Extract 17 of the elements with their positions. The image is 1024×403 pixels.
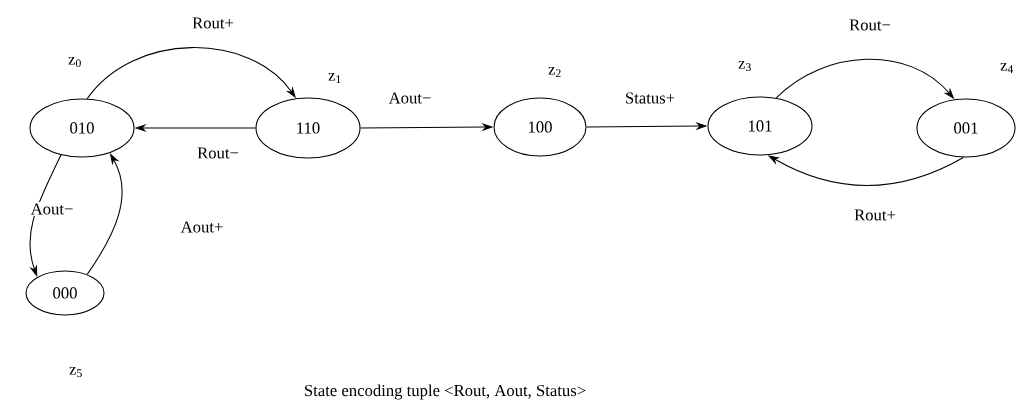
arrow xyxy=(86,153,123,275)
state-label: z$_{1}$ xyxy=(328,72,341,83)
state-label: z$_{5}$ xyxy=(69,366,82,378)
caption: State encoding tuple <Rout, Aout, Status> xyxy=(305,384,586,400)
edge-label: Rout− xyxy=(197,147,239,159)
state-label: z$_{3}$ xyxy=(738,60,751,72)
edge-label: Status+ xyxy=(626,92,675,104)
state-label: z$_{2}$ xyxy=(548,66,561,77)
edge-label: Rout− xyxy=(849,19,891,31)
arrow xyxy=(86,47,296,100)
edge-label: Aout+ xyxy=(180,221,223,233)
state-label: z$_{0}$ xyxy=(68,56,81,68)
state-label: z$_{4}$ xyxy=(1000,62,1014,73)
edge-label: Rout+ xyxy=(192,17,234,29)
edge-label: Rout+ xyxy=(854,209,896,221)
edge-label: Aout− xyxy=(388,92,431,104)
edge-label: Aout− xyxy=(30,203,73,215)
